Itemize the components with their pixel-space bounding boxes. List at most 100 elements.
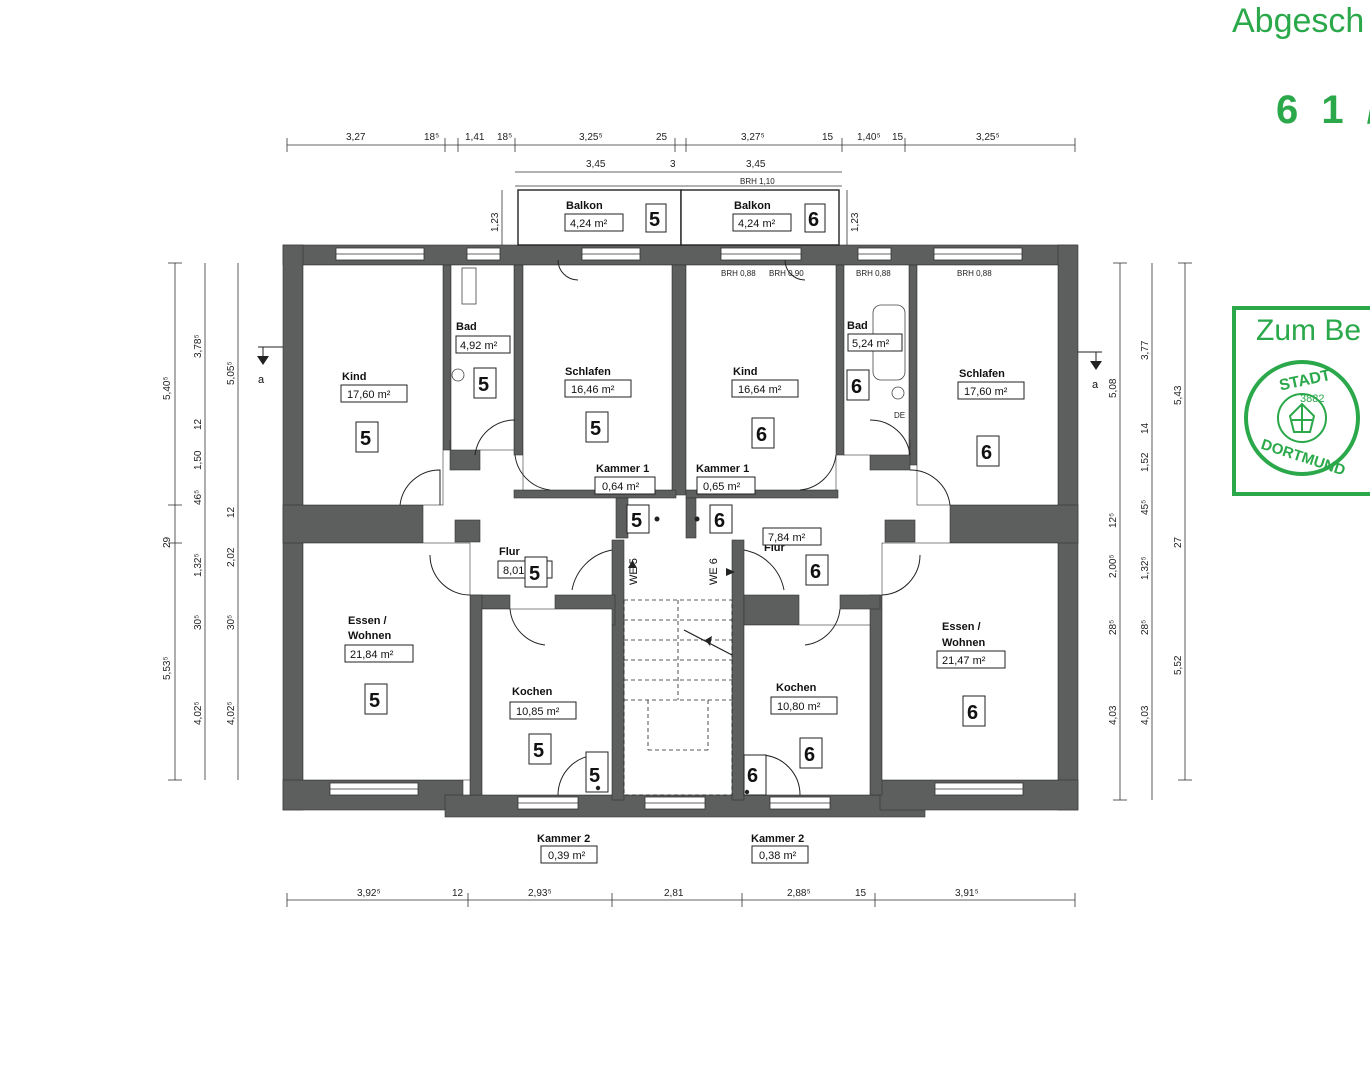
dim-right-inner-4: 28⁵ xyxy=(1108,620,1119,635)
kammer1-5-unit: 5 xyxy=(631,510,642,532)
dim-right-mid-7: 4,03 xyxy=(1140,705,1151,725)
schlafen5-unit: 5 xyxy=(590,418,601,440)
balkon5-area: 4,24 m² xyxy=(570,218,608,230)
dim-right-mid-5: 1,32⁵ xyxy=(1140,556,1151,580)
dim-right-inner-3: 2,00⁵ xyxy=(1108,554,1119,578)
kind5-area: 17,60 m² xyxy=(347,389,391,401)
kochen6-area: 10,80 m² xyxy=(777,701,821,713)
dim-top-5: 3,25⁵ xyxy=(579,132,603,143)
essen5-name2: Wohnen xyxy=(348,630,391,642)
schlafen6-name: Schlafen xyxy=(959,368,1005,380)
kammer2-5-area: 0,39 m² xyxy=(548,850,586,862)
dim-bottom-2: 12 xyxy=(452,888,464,899)
dim-right-mid-4: 45⁵ xyxy=(1140,500,1151,515)
kind6-name: Kind xyxy=(733,366,757,378)
dim-top-1: 3,27 xyxy=(346,132,366,143)
dim-left-mid-3: 1,50 xyxy=(193,450,204,470)
dim-top-10: 15 xyxy=(892,132,904,143)
dim-top2-2: 3 xyxy=(670,159,676,170)
dim-left-outer-2: 29 xyxy=(162,536,173,548)
dim-left-mid-7: 4,02⁵ xyxy=(193,701,204,725)
stamp-code: 6 1 / xyxy=(1276,88,1370,132)
dim-top2-1: 3,45 xyxy=(586,159,606,170)
dim-left-mid-1: 3,78⁵ xyxy=(193,334,204,358)
dim-left-inner-1: 5,05⁵ xyxy=(226,361,237,385)
schlafen5-name: Schlafen xyxy=(565,366,611,378)
kind5-name: Kind xyxy=(342,371,366,383)
dim-top-11: 3,25⁵ xyxy=(976,132,1000,143)
dimension-ticks xyxy=(168,138,1192,907)
city-seal: STADT 3882 DORTMUND xyxy=(1244,360,1360,479)
kammer2-6-name: Kammer 2 xyxy=(751,833,804,845)
dim-right-outer-1: 5,43 xyxy=(1173,385,1184,405)
dim-balcony-left: 1,23 xyxy=(490,212,501,232)
dim-right-mid-3: 1,52 xyxy=(1140,452,1151,472)
kammer1-5-name: Kammer 1 xyxy=(596,463,649,475)
flur5-unit: 5 xyxy=(529,563,540,585)
dim-top-6: 25 xyxy=(656,132,668,143)
bad5-name: Bad xyxy=(456,321,477,333)
brh-3: BRH 0,88 xyxy=(856,269,891,278)
dim-bottom-7: 3,91⁵ xyxy=(955,888,979,899)
dim-right-mid-6: 28⁵ xyxy=(1140,620,1151,635)
kochen5-name: Kochen xyxy=(512,686,553,698)
approval-stamp: Zum Be xyxy=(1232,306,1370,496)
dim-right-mid-1: 3,77 xyxy=(1140,340,1151,360)
top-dimensions: 3,27 18⁵ 1,41 18⁵ 3,25⁵ 25 3,27⁵ 15 1,40… xyxy=(346,132,1000,278)
dim-top-2: 18⁵ xyxy=(424,132,439,143)
kammer2-6-unit: 6 xyxy=(747,765,758,787)
dim-bottom-6: 15 xyxy=(855,888,867,899)
kammer1-5-area: 0,64 m² xyxy=(602,481,640,493)
dimension-lines xyxy=(174,144,1186,901)
kind5-unit: 5 xyxy=(360,428,371,450)
flur5-name: Flur xyxy=(499,546,520,558)
dim-left-mid-2: 12 xyxy=(193,418,204,430)
bad6-area: 5,24 m² xyxy=(852,338,890,350)
dim-top3: BRH 1,10 xyxy=(740,177,775,186)
dim-left-inner-2: 12 xyxy=(226,506,237,518)
flur6-unit: 6 xyxy=(810,561,821,583)
flur6-area: 7,84 m² xyxy=(768,532,806,544)
dim-top-7: 3,27⁵ xyxy=(741,132,765,143)
dim-left-inner-4: 30⁵ xyxy=(226,615,237,630)
schlafen6-unit: 6 xyxy=(981,442,992,464)
dim-bottom-5: 2,88⁵ xyxy=(787,888,811,899)
balkon6-unit: 6 xyxy=(808,209,819,231)
right-dimensions: 5,08 12⁵ 2,00⁵ 28⁵ 4,03 3,77 14 1,52 45⁵… xyxy=(1108,340,1184,725)
bad6-unit: 6 xyxy=(851,376,862,398)
balkon6-area: 4,24 m² xyxy=(738,218,776,230)
windows xyxy=(329,247,1024,810)
schlafen6-area: 17,60 m² xyxy=(964,386,1008,398)
room-labels: Balkon 4,24 m² 5 Balkon 4,24 m² 6 Kind 1… xyxy=(340,200,1025,864)
brh-1: BRH 0,88 xyxy=(721,269,756,278)
balkon6-name: Balkon xyxy=(734,200,771,212)
kind6-unit: 6 xyxy=(756,424,767,446)
section-markers: a a xyxy=(257,346,1102,391)
we6-label: WE 6 xyxy=(708,558,720,585)
bad6-name: Bad xyxy=(847,320,868,332)
dim-top2-3: 3,45 xyxy=(746,159,766,170)
section-mark-right: a xyxy=(1092,379,1099,391)
essen5-name1: Essen / xyxy=(348,615,387,627)
stamp-title: Abgesch xyxy=(1232,2,1365,40)
balkon5-unit: 5 xyxy=(649,209,660,231)
kochen5-unit: 5 xyxy=(533,740,544,762)
brh-2: BRH 0,90 xyxy=(769,269,804,278)
dim-right-mid-2: 14 xyxy=(1140,422,1151,434)
dim-left-mid-6: 30⁵ xyxy=(193,615,204,630)
kochen5-area: 10,85 m² xyxy=(516,706,560,718)
dim-left-outer-1: 5,40⁵ xyxy=(162,376,173,400)
dim-left-outer-3: 5,53⁵ xyxy=(162,656,173,680)
brh-4: BRH 0,88 xyxy=(957,269,992,278)
dim-right-inner-5: 4,03 xyxy=(1108,705,1119,725)
essen5-area: 21,84 m² xyxy=(350,649,394,661)
door-swings xyxy=(399,259,951,796)
dim-left-inner-3: 2,02 xyxy=(226,547,237,567)
dim-right-inner-2: 12⁵ xyxy=(1108,513,1119,528)
kochen6-unit: 6 xyxy=(804,744,815,766)
dim-top-3: 1,41 xyxy=(465,132,485,143)
essen6-name1: Essen / xyxy=(942,621,981,633)
kammer2-6-area: 0,38 m² xyxy=(759,850,797,862)
kammer2-5-unit: 5 xyxy=(589,765,600,787)
bad5-unit: 5 xyxy=(478,374,489,396)
